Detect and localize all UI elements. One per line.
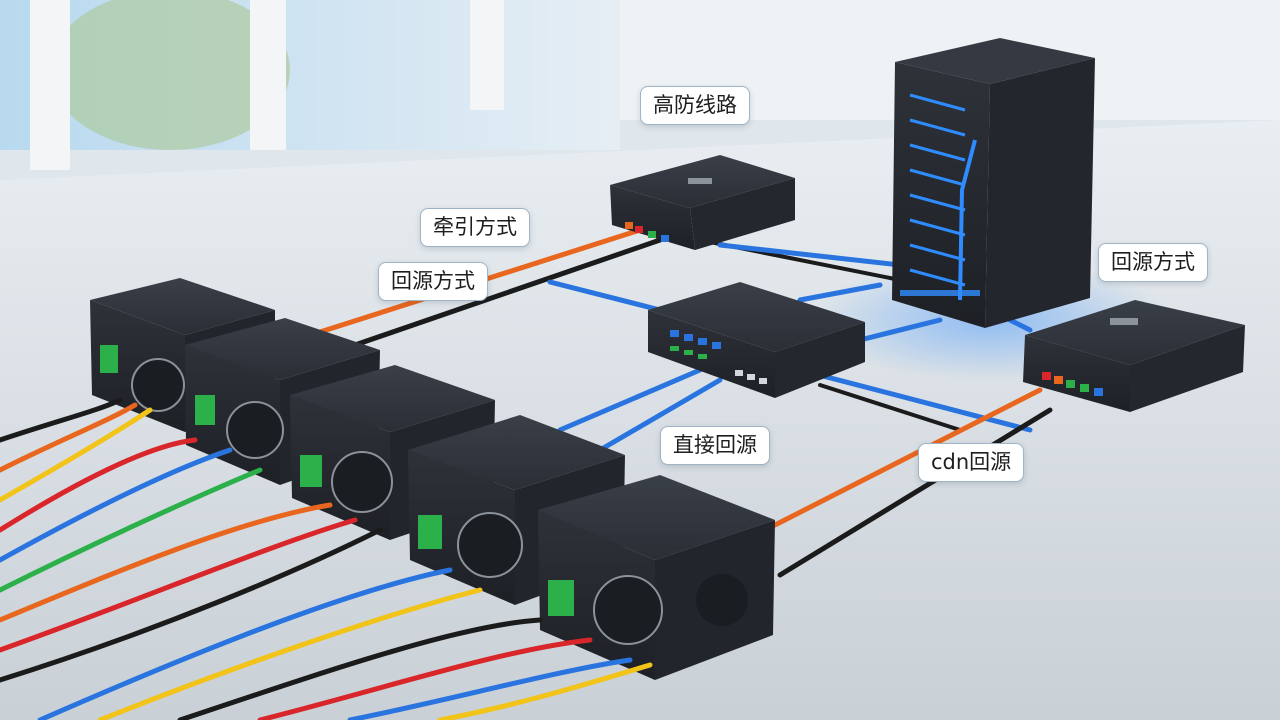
tree-blur: [50, 0, 290, 150]
central-switch: [648, 282, 865, 398]
router-right: [1023, 300, 1245, 412]
window-pillar: [250, 0, 286, 150]
callout-traction-method: 牵引方式: [420, 208, 530, 247]
callout-cdn-origin-return: cdn回源: [918, 443, 1025, 482]
window-pillar: [470, 0, 504, 110]
backbone-cables: [317, 227, 1053, 578]
callout-origin-return-left: 回源方式: [378, 262, 488, 301]
callout-high-defense-line: 高防线路: [640, 86, 750, 125]
foreground-cables: [0, 397, 653, 720]
tower-server: [892, 38, 1095, 328]
router-high-defense: [610, 155, 795, 250]
callout-origin-return-right: 回源方式: [1098, 243, 1208, 282]
callout-direct-origin-return: 直接回源: [660, 426, 770, 465]
power-unit-5: [538, 475, 775, 680]
window-pillar: [30, 0, 70, 170]
